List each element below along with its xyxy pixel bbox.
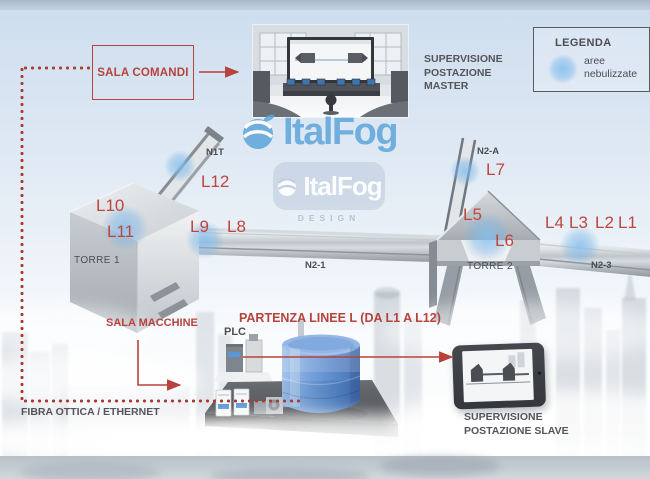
legend-title: LEGENDA xyxy=(555,37,612,49)
line-label-L11: L11 xyxy=(107,222,135,241)
slave-tablet-image xyxy=(451,342,547,410)
fibre-line-bottom xyxy=(22,399,300,403)
line-label-L4: L4 xyxy=(545,213,564,232)
fibre-line-top xyxy=(22,66,92,70)
bottom-fog-band xyxy=(0,456,650,479)
sky-top-band xyxy=(0,0,650,10)
operator-chair xyxy=(323,94,339,115)
sala-macchine-label: SALA MACCHINE xyxy=(106,317,198,329)
partenza-linee-label: PARTENZA LINEE L (DA L1 A L12) xyxy=(239,311,441,325)
node-n1t-label: N1T xyxy=(206,147,224,158)
supervision-master-label: SUPERVISIONE POSTAZIONE MASTER xyxy=(424,53,503,93)
fog-graphic xyxy=(0,302,650,479)
supervision-slave-label: SUPERVISIONE POSTAZIONE SLAVE xyxy=(464,411,569,437)
nebulized-area-icon xyxy=(548,54,578,84)
italfog-logo: ItalFog xyxy=(241,111,399,153)
nebulized-area-icon xyxy=(463,213,511,261)
machine-room-graphic xyxy=(205,320,398,437)
nebulized-area-icon xyxy=(164,150,196,182)
italfog-design-sub: DESIGN xyxy=(297,213,361,223)
tablet-camera-icon xyxy=(537,371,541,375)
legend-box: LEGENDA aree nebulizzate xyxy=(533,27,650,92)
control-room-image xyxy=(253,25,408,117)
line-label-L2: L2 xyxy=(595,213,614,232)
tablet-screen xyxy=(462,348,534,403)
line-label-L10: L10 xyxy=(96,196,125,215)
line-label-L7: L7 xyxy=(486,160,505,179)
line-label-L6: L6 xyxy=(495,231,514,250)
italfog-logo-text: ItalFog xyxy=(283,111,399,153)
sala-comandi-label: SALA COMANDI xyxy=(97,66,189,79)
sala-comandi-box: SALA COMANDI xyxy=(92,45,194,100)
nebulized-area-icon xyxy=(186,221,224,259)
line-label-L9: L9 xyxy=(190,217,209,236)
torre1-label: TORRE 1 xyxy=(74,255,120,266)
plc-label: PLC xyxy=(224,326,246,338)
line-label-L5: L5 xyxy=(463,205,482,224)
node-n23-label: N2-3 xyxy=(591,260,612,271)
video-wall xyxy=(287,37,374,83)
italfog-drop-icon xyxy=(242,114,275,149)
water-tank-graphic xyxy=(281,320,361,414)
line-label-L8: L8 xyxy=(227,217,246,236)
torre2-label: TORRE 2 xyxy=(467,261,513,272)
legend-item-label: aree nebulizzate xyxy=(584,55,638,81)
italfog-design-logo: ItalFog xyxy=(273,162,385,210)
operator-desk xyxy=(283,78,380,96)
nebulized-area-icon xyxy=(560,226,600,266)
italfog-design-logo-text: ItalFog xyxy=(303,171,382,201)
nebulized-area-icon xyxy=(102,205,148,251)
line-label-L1: L1 xyxy=(618,213,637,232)
italfog-drop-icon xyxy=(278,178,297,196)
control-cabinets-graphic xyxy=(215,388,250,417)
nebulized-area-icon xyxy=(450,156,480,186)
node-n21-label: N2-1 xyxy=(305,260,326,271)
line-label-L3: L3 xyxy=(569,213,588,232)
fibre-line-left xyxy=(20,66,24,403)
node-n2a-label: N2-A xyxy=(477,146,500,157)
line-label-L12: L12 xyxy=(201,172,230,191)
fibra-ottica-label: FIBRA OTTICA / ETHERNET xyxy=(21,406,160,418)
